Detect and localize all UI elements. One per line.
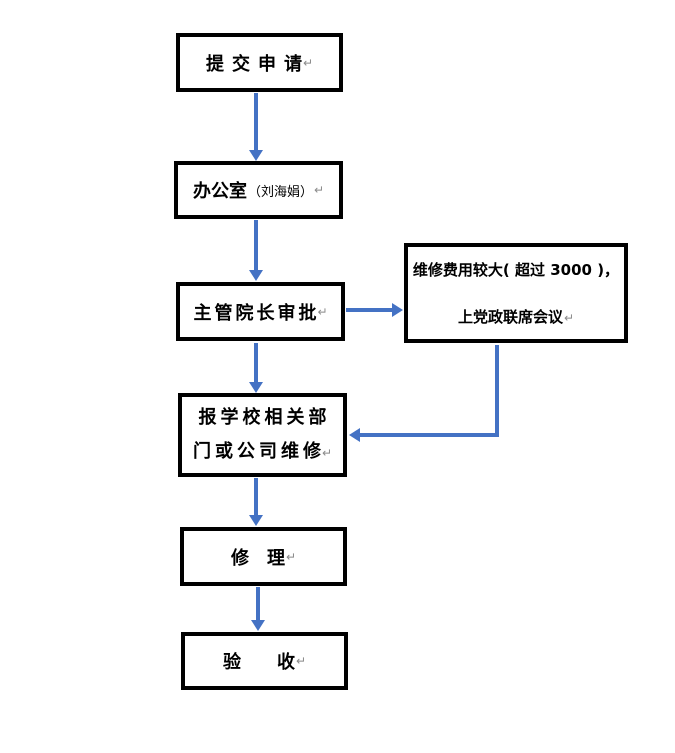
node-label: 提交申请: [205, 53, 310, 75]
paragraph-return-mark: ↵: [317, 304, 328, 319]
arrow-shaft: [254, 343, 258, 382]
node-label: 修 理: [230, 547, 285, 569]
arrow-down-icon: [249, 515, 263, 526]
node-office: 办公室（刘海娟）↵: [174, 161, 343, 219]
arrow-shaft: [254, 478, 258, 516]
arrow-down-icon: [249, 382, 263, 393]
node-line1: 报学校相关部: [198, 406, 331, 428]
node-line2: 上党政联席会议↵: [457, 308, 575, 326]
node-repair: 修 理↵: [180, 527, 347, 586]
node-label: 主管院长审批: [193, 302, 320, 324]
node-line2: 门或公司维修↵: [192, 440, 333, 462]
paragraph-return-mark: ↵: [313, 183, 325, 197]
paragraph-return-mark: ↵: [302, 55, 314, 70]
node-acceptance: 验 收↵: [181, 632, 348, 690]
node-submit-application: 提交申请↵: [176, 33, 343, 92]
arrow-shaft: [254, 93, 258, 150]
paragraph-return-mark: ↵: [563, 311, 575, 325]
arrow-shaft: [360, 433, 499, 437]
arrow-shaft: [256, 587, 260, 621]
paragraph-return-mark: ↵: [321, 445, 333, 460]
arrow-down-icon: [251, 620, 265, 631]
arrow-shaft: [495, 345, 499, 435]
arrow-right-icon: [392, 303, 403, 317]
node-dean-approval: 主管院长审批↵: [176, 282, 345, 341]
node-label: 办公室: [192, 181, 247, 202]
arrow-left-icon: [349, 428, 360, 442]
node-joint-meeting-condition: 维修费用较大( 超过 3000 )， 上党政联席会议↵: [404, 243, 628, 343]
arrow-shaft: [254, 220, 258, 270]
paragraph-return-mark: ↵: [295, 654, 307, 668]
arrow-down-icon: [249, 150, 263, 161]
arrow-shaft: [346, 308, 392, 312]
node-sublabel: （刘海娟）: [247, 184, 313, 200]
arrow-down-icon: [249, 270, 263, 281]
node-report-to-school-or-company: 报学校相关部 门或公司维修↵: [178, 393, 347, 477]
node-label: 验 收: [222, 652, 295, 673]
paragraph-return-mark: ↵: [285, 549, 297, 564]
node-line1: 维修费用较大( 超过 3000 )，: [412, 261, 620, 279]
